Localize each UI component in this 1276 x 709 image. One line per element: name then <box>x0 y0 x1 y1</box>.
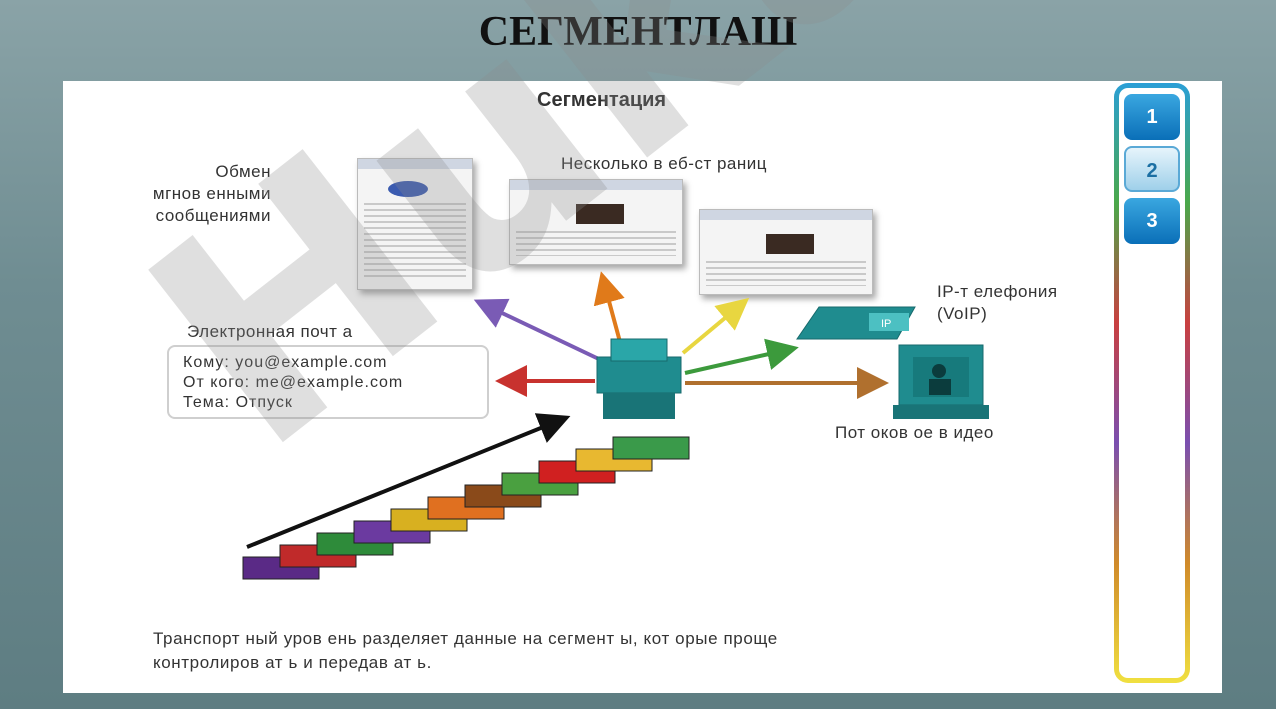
diagram-title: Сегментация <box>537 89 667 111</box>
ip-telephony-label-line2: (VoIP) <box>937 304 988 323</box>
slide-title: СЕГМЕНТЛАШ <box>478 9 798 55</box>
arrow-to-phone <box>684 338 799 375</box>
data-flow-arrow <box>246 413 571 549</box>
email-to: Кому: you@example.com <box>183 354 388 371</box>
im-label-line3: сообщениями <box>155 206 271 225</box>
bottom-caption: Транспорт ный уров ень разделяет данные … <box>153 627 778 675</box>
bottom-caption-line2: контролиров ат ь и передав ат ь. <box>153 653 432 672</box>
diagram-svg: IP <box>242 271 989 580</box>
step-navigation: 1 2 3 <box>1114 83 1190 683</box>
step-1-button[interactable]: 1 <box>1124 94 1180 140</box>
step-3-button[interactable]: 3 <box>1124 198 1180 244</box>
web-page-thumbnail <box>509 179 683 265</box>
step-2-button[interactable]: 2 <box>1124 146 1180 192</box>
streaming-video-label: Пот оков ое в идео <box>835 423 994 442</box>
im-label-line2: мгнов енными <box>152 184 271 203</box>
im-window-thumbnail <box>357 158 473 290</box>
email-box: Кому: you@example.com От кого: me@exampl… <box>167 345 489 419</box>
web-page-thumbnail <box>699 209 873 295</box>
diagram-panel: Сегментация Обмен мгнов енными сообщения… <box>63 81 1222 693</box>
bottom-caption-line1: Транспорт ный уров ень разделяет данные … <box>153 629 778 648</box>
email-label: Электронная почт а <box>187 322 353 341</box>
phone-ip-badge: IP <box>881 318 891 330</box>
central-computer <box>596 338 682 419</box>
email-subject: Тема: Отпуск <box>183 394 293 411</box>
email-from: От кого: me@example.com <box>183 374 404 391</box>
arrow-to-web2 <box>681 297 750 355</box>
web-pages-label: Несколько в еб-ст раниц <box>561 154 767 173</box>
segments-stack <box>242 436 690 580</box>
im-label-line1: Обмен <box>215 162 271 181</box>
ip-phone: IP <box>796 306 916 340</box>
arrow-to-im <box>473 298 604 363</box>
video-monitor <box>893 344 989 419</box>
segment-block <box>612 436 690 460</box>
ip-telephony-label-line1: IP-т елефония <box>937 282 1058 301</box>
